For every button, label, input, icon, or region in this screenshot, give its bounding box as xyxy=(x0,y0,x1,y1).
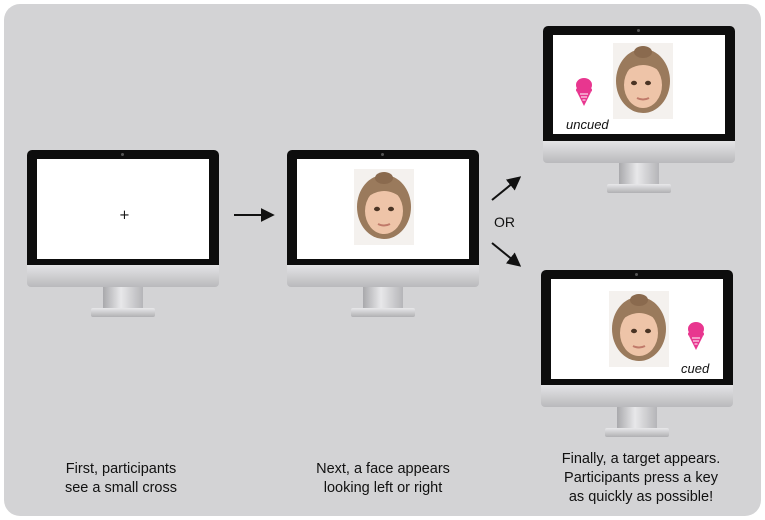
child-face-icon xyxy=(613,43,673,119)
camera-dot xyxy=(637,29,640,32)
monitor-stand xyxy=(103,287,143,310)
monitor-chin xyxy=(543,141,735,163)
ice-cream-icon xyxy=(576,78,592,106)
monitor-chin xyxy=(27,265,219,287)
arrow-icon xyxy=(491,242,522,267)
fixation-cross: + xyxy=(119,208,130,223)
caption-line: Finally, a target appears. xyxy=(561,451,721,467)
caption-line: looking left or right xyxy=(323,480,443,496)
monitor-foot xyxy=(91,308,155,317)
camera-dot xyxy=(635,273,638,276)
child-face-icon xyxy=(354,169,414,245)
caption-line: see a small cross xyxy=(64,480,177,496)
monitor-uncued: uncued xyxy=(543,26,735,196)
camera-dot xyxy=(121,153,124,156)
monitor-foot xyxy=(605,428,669,437)
monitor-fixation: + xyxy=(27,150,219,320)
caption-line: Participants press a key xyxy=(564,470,718,486)
monitor-screen: cued xyxy=(551,279,723,379)
monitor-screen: + xyxy=(37,159,209,259)
uncued-label: uncued xyxy=(566,117,609,132)
monitor-stand xyxy=(617,407,657,430)
ice-cream-icon xyxy=(688,322,704,350)
monitor-screen xyxy=(297,159,469,259)
monitor-bezel: uncued xyxy=(543,26,735,141)
caption-step-1: First, participants see a small cross xyxy=(26,460,216,498)
child-face-icon xyxy=(609,291,669,367)
monitor-screen: uncued xyxy=(553,35,725,134)
caption-line: Next, a face appears xyxy=(316,461,450,477)
monitor-chin xyxy=(541,385,733,407)
caption-step-2: Next, a face appears looking left or rig… xyxy=(285,460,481,498)
cued-label: cued xyxy=(681,361,710,376)
caption-step-3: Finally, a target appears. Participants … xyxy=(536,450,746,507)
monitor-bezel xyxy=(287,150,479,265)
monitor-bezel: cued xyxy=(541,270,733,385)
arrow-icon xyxy=(491,176,522,201)
monitor-stand xyxy=(363,287,403,310)
monitor-chin xyxy=(287,265,479,287)
caption-line: as quickly as possible! xyxy=(568,489,714,505)
monitor-foot xyxy=(351,308,415,317)
monitor-cued: cued xyxy=(541,270,733,440)
camera-dot xyxy=(381,153,384,156)
monitor-stand xyxy=(619,163,659,186)
caption-line: First, participants xyxy=(65,461,177,477)
monitor-bezel: + xyxy=(27,150,219,265)
or-label: OR xyxy=(494,214,515,230)
monitor-face xyxy=(287,150,479,320)
monitor-foot xyxy=(607,184,671,193)
